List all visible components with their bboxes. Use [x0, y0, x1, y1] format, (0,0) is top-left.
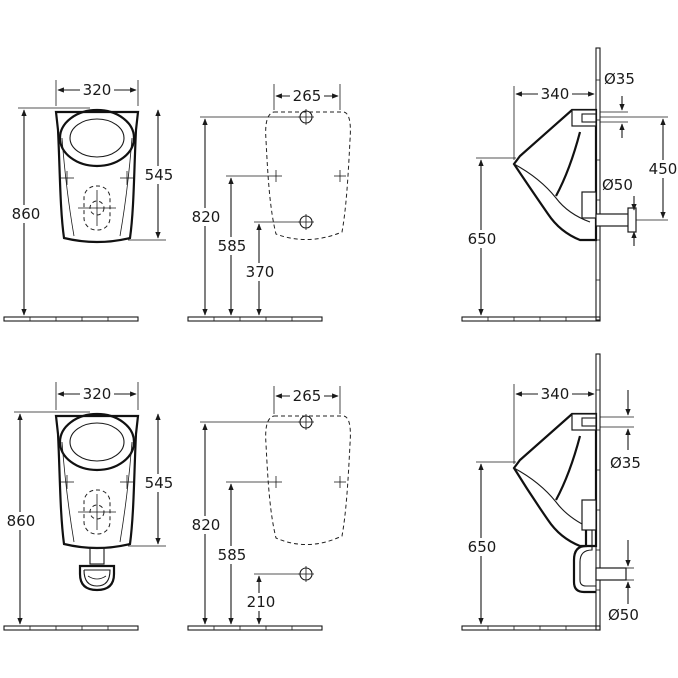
dim-label-dia-top-2: Ø35: [610, 454, 641, 472]
dimension-depth-340-2: 340: [513, 384, 595, 464]
dimension-width-265-2: 265: [273, 386, 341, 414]
dim-label-height-body-2: 545: [145, 474, 174, 492]
fixing-point-icon: [270, 109, 346, 230]
dim-label-height-total: 860: [12, 205, 41, 223]
siphon-trap: [78, 547, 116, 592]
dim-label-dia-bottom-2: Ø50: [608, 606, 639, 624]
urinal-front-body: [54, 110, 140, 244]
dim-label-rim-height: 650: [468, 230, 497, 248]
dim-label-template-820-2: 820: [192, 516, 221, 534]
floor-line-side-1: [461, 316, 601, 322]
dimension-height-860-2: 860: [4, 411, 90, 625]
dim-label-height-total-2: 860: [7, 512, 36, 530]
siphon-side: [572, 499, 627, 594]
fixing-point-icon-2: [270, 414, 346, 582]
floor-line-side-2: [461, 625, 601, 631]
dimension-height-650-2: 650: [465, 461, 516, 625]
inlet-pipe: [571, 109, 597, 127]
dim-label-width: 320: [83, 81, 112, 99]
front-view-row2: 320 860 545: [3, 382, 176, 631]
dim-label-height-body: 545: [145, 166, 174, 184]
dim-label-template-width-2: 265: [293, 387, 322, 405]
urinal-outline-dashed-2: [265, 415, 351, 546]
floor-line-template-1: [187, 316, 323, 322]
dim-label-template-585-2: 585: [218, 546, 247, 564]
dimension-height-650: 650: [465, 157, 516, 316]
dim-label-dia-bottom: Ø50: [602, 176, 633, 194]
dimension-height-210: 210: [243, 573, 300, 625]
urinal-side-profile: [512, 108, 598, 242]
dimension-height-820: 820: [189, 116, 300, 316]
dimension-height-370: 370: [243, 221, 300, 316]
dimension-diameter-35: Ø35: [600, 70, 635, 138]
dimension-height-860: 860: [8, 107, 90, 316]
dim-label-template-585: 585: [218, 237, 247, 255]
side-view-row1: 340 650 450 Ø35 Ø50: [461, 47, 678, 322]
dimension-height-545-2: 545: [128, 413, 176, 547]
mounting-point-icon-2: [60, 475, 134, 489]
dimension-height-545: 545: [128, 109, 176, 241]
dimension-width-320-2: 320: [55, 382, 139, 410]
dimension-width-265: 265: [273, 84, 341, 110]
dimension-diameter-50-2: Ø50: [608, 540, 639, 624]
dimension-height-585-2: 585: [215, 481, 270, 625]
dim-label-vertical: 450: [649, 160, 678, 178]
dimension-vertical-450: 450: [600, 116, 678, 221]
mounting-point-icon: [60, 171, 134, 185]
floor-line-template-2: [187, 625, 323, 631]
floor-line-front-1: [3, 316, 139, 322]
template-view-row2: 265 820 585 210: [187, 386, 351, 631]
urinal-bowl-inner: [69, 118, 125, 158]
template-view-row1: 265 820 585 370: [187, 84, 351, 322]
dimension-depth-340: 340: [513, 84, 595, 160]
dim-label-template-370: 370: [246, 263, 275, 281]
drain-outline-dashed: [78, 185, 116, 231]
urinal-side-profile-2: [512, 412, 598, 548]
dim-label-rim-height-2: 650: [468, 538, 497, 556]
dimension-diameter-35-2: Ø35: [600, 390, 641, 472]
dim-label-template-width: 265: [293, 87, 322, 105]
dim-label-depth-2: 340: [541, 385, 570, 403]
dimension-height-820-2: 820: [189, 421, 300, 625]
side-view-row2: 340 650 Ø35 Ø50: [461, 353, 641, 631]
dim-label-template-820: 820: [192, 208, 221, 226]
dim-label-depth: 340: [541, 85, 570, 103]
dimension-diameter-50: Ø50: [602, 176, 637, 246]
front-view-row1: 320 860 545: [3, 80, 176, 322]
outlet-pipe: [581, 191, 597, 219]
urinal-bowl-rim: [58, 108, 136, 168]
dim-label-template-210: 210: [247, 593, 276, 611]
dim-label-width-2: 320: [83, 385, 112, 403]
drain-outline-dashed-2: [78, 489, 116, 535]
dim-label-dia-top: Ø35: [604, 70, 635, 88]
dimension-width-320: 320: [55, 80, 139, 106]
dimension-height-585: 585: [215, 175, 270, 316]
floor-line-front-2: [3, 625, 139, 631]
